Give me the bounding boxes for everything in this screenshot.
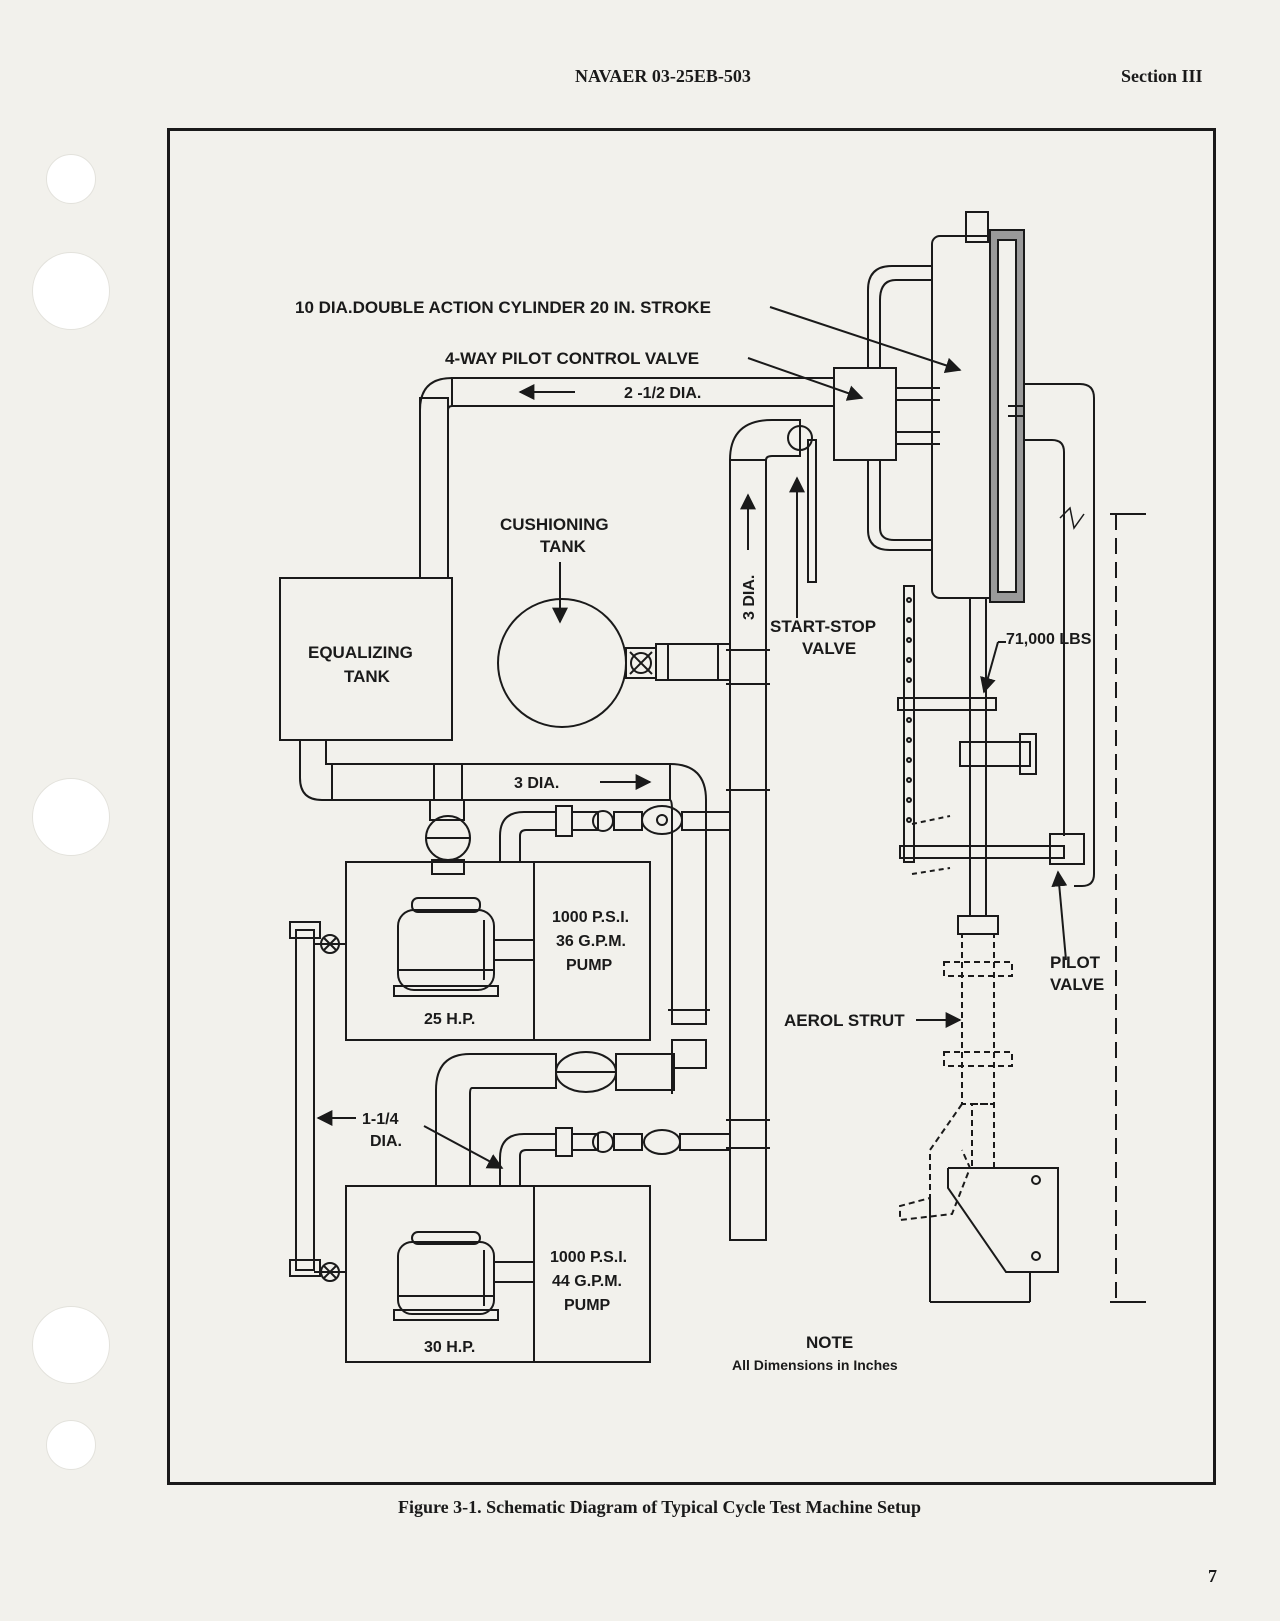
label-load: 71,000 LBS xyxy=(1006,631,1092,648)
load-leader xyxy=(980,641,999,694)
pipe-elbow-eq-out xyxy=(299,740,333,801)
pilot-valve xyxy=(1049,833,1085,865)
label-equalizing-2: TANK xyxy=(344,667,391,686)
pipe-elbow-top-right xyxy=(729,419,801,461)
note-title: NOTE xyxy=(806,1333,853,1352)
figure-caption: Figure 3-1. Schematic Diagram of Typical… xyxy=(398,1497,921,1517)
label-3-dia-horizontal: 3 DIA. xyxy=(514,775,559,792)
aerol-strut xyxy=(899,933,1013,1222)
pilot-valve-leader xyxy=(747,357,864,401)
label-motor1-hp: 25 H.P. xyxy=(424,1011,475,1028)
label-pump2-gpm: 44 G.P.M. xyxy=(552,1273,622,1290)
motor-2-icon xyxy=(393,1231,535,1321)
punch-hole xyxy=(32,252,110,330)
figure-frame xyxy=(167,128,1216,1485)
label-3-dia-vertical: 3 DIA. xyxy=(741,575,758,620)
pipe-3-dia-horizontal xyxy=(331,763,671,801)
punch-hole xyxy=(46,154,96,204)
lower-crosshead xyxy=(899,845,1065,859)
cushioning-tank xyxy=(497,598,627,728)
punch-hole xyxy=(46,1420,96,1470)
valve-eq-outlet xyxy=(429,799,465,821)
gate-valve-1 xyxy=(641,805,683,835)
piston-rod xyxy=(969,597,987,917)
label-pump1-gpm: 36 G.P.M. xyxy=(556,933,626,950)
label-cylinder: 10 DIA.DOUBLE ACTION CYLINDER 20 IN. STR… xyxy=(295,298,711,317)
punch-hole xyxy=(32,778,110,856)
label-1-25-dia-2: DIA. xyxy=(370,1133,402,1150)
gate-valve-2 xyxy=(643,1129,681,1155)
document-number: NAVAER 03-25EB-503 xyxy=(575,66,751,86)
pump-1-box xyxy=(533,861,651,1041)
pump-2-motor-box xyxy=(345,1185,535,1363)
label-1-25-dia-1: 1-1/4 xyxy=(362,1111,399,1128)
label-start-stop-2: VALVE xyxy=(802,639,856,658)
pilot-valve-arrow xyxy=(1051,870,1068,961)
label-pump2-psi: 1000 P.S.I. xyxy=(550,1249,627,1266)
page-number: 7 xyxy=(1208,1566,1217,1586)
label-cushioning-1: CUSHIONING xyxy=(500,515,609,534)
pipe-3-dia-vertical xyxy=(729,459,767,1241)
label-2-5-dia: 2 -1/2 DIA. xyxy=(624,385,701,402)
cylinder-rod-top xyxy=(965,211,989,243)
label-cushioning-2: TANK xyxy=(540,537,587,556)
start-stop-valve-wheel xyxy=(787,425,813,451)
note-text: All Dimensions in Inches xyxy=(732,1357,898,1373)
label-pump2: PUMP xyxy=(564,1297,611,1314)
pipe-1-25-dia xyxy=(295,929,315,1271)
motor-1-icon xyxy=(393,897,535,997)
pipe-pump-interconnect xyxy=(435,1053,557,1186)
cylinder-leader xyxy=(769,306,962,374)
pipe-equalizing-up xyxy=(419,397,449,579)
rod-collar xyxy=(959,741,1031,767)
pump-2-discharge xyxy=(499,1133,557,1186)
check-valve-2 xyxy=(592,1131,614,1153)
label-pilot-valve-2: VALVE xyxy=(1050,975,1104,994)
pump-1-discharge xyxy=(499,811,557,862)
label-pump1-psi: 1000 P.S.I. xyxy=(552,909,629,926)
strut-adapter xyxy=(957,915,999,935)
label-pilot-control-valve: 4-WAY PILOT CONTROL VALVE xyxy=(445,349,699,368)
adjustable-column xyxy=(903,585,915,863)
label-start-stop-1: START-STOP xyxy=(770,617,876,636)
label-pump1: PUMP xyxy=(566,957,613,974)
pilot-line xyxy=(1024,383,1095,887)
section-label: Section III xyxy=(1121,66,1203,86)
pilot-control-valve xyxy=(833,367,897,461)
label-aerol-strut: AEROL STRUT xyxy=(784,1011,905,1030)
label-equalizing-1: EQUALIZING xyxy=(308,643,413,662)
check-valve-1 xyxy=(592,810,614,832)
label-motor2-hp: 30 H.P. xyxy=(424,1339,475,1356)
start-stop-valve-stem xyxy=(807,439,817,583)
label-pilot-valve-1: PILOT xyxy=(1050,953,1101,972)
strut-mount xyxy=(947,1167,1059,1302)
equalizing-tank xyxy=(279,577,453,741)
punch-hole xyxy=(32,1306,110,1384)
load-crosshead xyxy=(897,697,997,711)
